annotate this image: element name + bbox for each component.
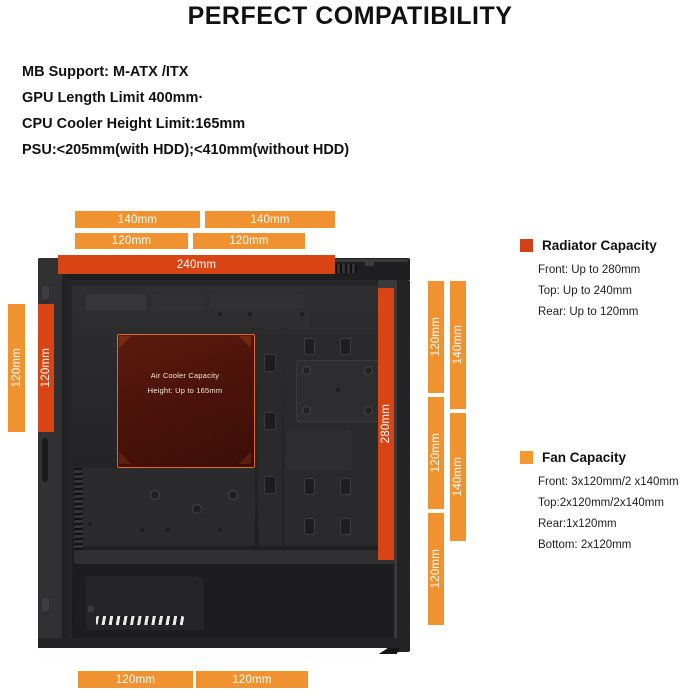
fan-swatch-icon [520, 451, 533, 464]
measure-label: 280mm [380, 404, 392, 444]
measure-bar-top-140-left: 140mm [75, 211, 200, 228]
measure-label: 120mm [430, 549, 442, 589]
fan-mount [304, 478, 315, 495]
case-front-io-port [42, 438, 48, 482]
legend-fan-bottom: Bottom: 2x120mm [538, 539, 632, 551]
case-psu-vent [96, 616, 184, 625]
spec-line-gpu: GPU Length Limit 400mm· [22, 90, 204, 106]
pc-case-illustration: Air Cooler Capacity Height: Up to 165mm [0, 250, 470, 680]
cable-grommet [264, 412, 276, 430]
case-front-screw-top [42, 286, 49, 299]
cable-grommet [264, 354, 276, 372]
case-right-highlight [394, 280, 397, 648]
air-cooler-capacity-title: Air Cooler Capacity [150, 371, 220, 380]
measure-label: 120mm [40, 348, 52, 388]
case-rivet [166, 528, 170, 532]
legend-radiator-capacity: Radiator Capacity Front: Up to 280mm Top… [520, 238, 657, 327]
spec-line-psu: PSU:<205mm(with HDD);<410mm(without HDD) [22, 142, 350, 158]
radiator-swatch-icon [520, 239, 533, 252]
legend-fan-header: Fan Capacity [520, 450, 679, 465]
screw-icon [364, 406, 373, 415]
measure-bar-top-140-right: 140mm [205, 211, 335, 228]
case-psu-screw [88, 606, 94, 612]
legend-radiator-header: Radiator Capacity [520, 238, 657, 253]
air-cooler-zone-bevel [119, 336, 251, 464]
measure-bar-top-120-left: 120mm [75, 233, 188, 249]
spec-line-cooler: CPU Cooler Height Limit:165mm [22, 116, 246, 132]
case-rivet [218, 528, 222, 532]
legend-radiator-title: Radiator Capacity [542, 238, 657, 253]
measure-bar-top-120-right: 120mm [193, 233, 305, 249]
legend-radiator-top: Top: Up to 240mm [538, 285, 632, 297]
case-psu-shroud [74, 550, 394, 564]
fan-mount [340, 518, 351, 535]
case-rear-expansion-slot [286, 430, 352, 470]
air-cooler-capacity-label: Air Cooler Capacity Height: Up to 165mm [117, 368, 253, 398]
measure-label: 120mm [229, 235, 269, 247]
measure-label: 140mm [117, 213, 158, 226]
fan-mount [304, 518, 315, 535]
measure-label: 120mm [232, 673, 272, 686]
measure-label: 120mm [111, 235, 152, 247]
screw-icon [302, 366, 311, 375]
measure-bar-bottom-120-left: 120mm [78, 671, 193, 688]
cable-grommet [264, 476, 276, 494]
case-motherboard-tray [80, 468, 255, 546]
measure-label: 140mm [250, 213, 290, 226]
measure-bar-right-120-c: 120mm [428, 513, 444, 625]
measure-bar-top-radiator-240: 240mm [58, 255, 335, 274]
case-top-screw-right [365, 261, 374, 266]
measure-label: 120mm [115, 673, 156, 686]
standoff-hole [150, 490, 160, 500]
measure-bar-right-120-b: 120mm [428, 397, 444, 509]
legend-fan-capacity: Fan Capacity Front: 3x120mm/2 x140mm Top… [520, 450, 679, 560]
measure-bar-right-140-b: 140mm [450, 413, 466, 541]
legend-fan-top: Top:2x120mm/2x140mm [538, 497, 664, 509]
case-top-shroud-segment-a [86, 294, 146, 311]
legend-fan-title: Fan Capacity [542, 450, 627, 465]
case-rivet [300, 312, 304, 316]
screw-icon [302, 406, 311, 415]
case-rivet [336, 388, 340, 392]
case-rivet [248, 312, 252, 316]
spec-line-mb: MB Support: M-ATX /ITX [22, 64, 189, 80]
measure-label: 120mm [430, 433, 442, 473]
page-title: PERFECT COMPATIBILITY [187, 2, 513, 30]
measure-bar-front-radiator-280: 280mm [378, 288, 394, 560]
case-front-intake-vent [74, 467, 83, 551]
fan-mount [340, 478, 351, 495]
air-cooler-zone [117, 334, 255, 468]
case-accent-top-cap [378, 280, 394, 290]
case-top-shroud-segment-c [210, 294, 304, 308]
legend-fan-front: Front: 3x120mm/2 x140mm [538, 476, 679, 488]
case-floor-shadow [28, 648, 388, 662]
measure-label: 140mm [452, 325, 464, 365]
measure-bar-right-140-a: 140mm [450, 281, 466, 409]
legend-fan-rear: Rear:1x120mm [538, 518, 617, 530]
fan-mount [340, 338, 351, 355]
measure-bar-right-120-a: 120mm [428, 281, 444, 393]
case-front-bezel-edge [62, 262, 68, 646]
standoff-hole [228, 490, 238, 500]
fan-mount [304, 338, 315, 355]
standoff-hole [192, 504, 202, 514]
case-right-edge [394, 280, 410, 648]
legend-radiator-front: Front: Up to 280mm [538, 264, 641, 276]
case-rivet [140, 528, 144, 532]
case-front-screw-bottom [42, 598, 49, 611]
measure-bar-left-inner-120: 120mm [38, 304, 54, 432]
legend-radiator-rear: Rear: Up to 120mm [538, 306, 639, 318]
measure-bar-bottom-120-right: 120mm [196, 671, 308, 688]
air-cooler-capacity-height: Height: Up to 165mm [147, 386, 223, 395]
measure-label: 140mm [452, 457, 464, 497]
case-top-shroud-segment-b [152, 294, 204, 311]
case-rivet [88, 522, 92, 526]
measure-label: 120mm [430, 317, 442, 357]
case-rivet [218, 312, 222, 316]
measure-bar-left-outer-120: 120mm [8, 304, 25, 432]
measure-label: 240mm [176, 258, 217, 271]
screw-icon [364, 366, 373, 375]
